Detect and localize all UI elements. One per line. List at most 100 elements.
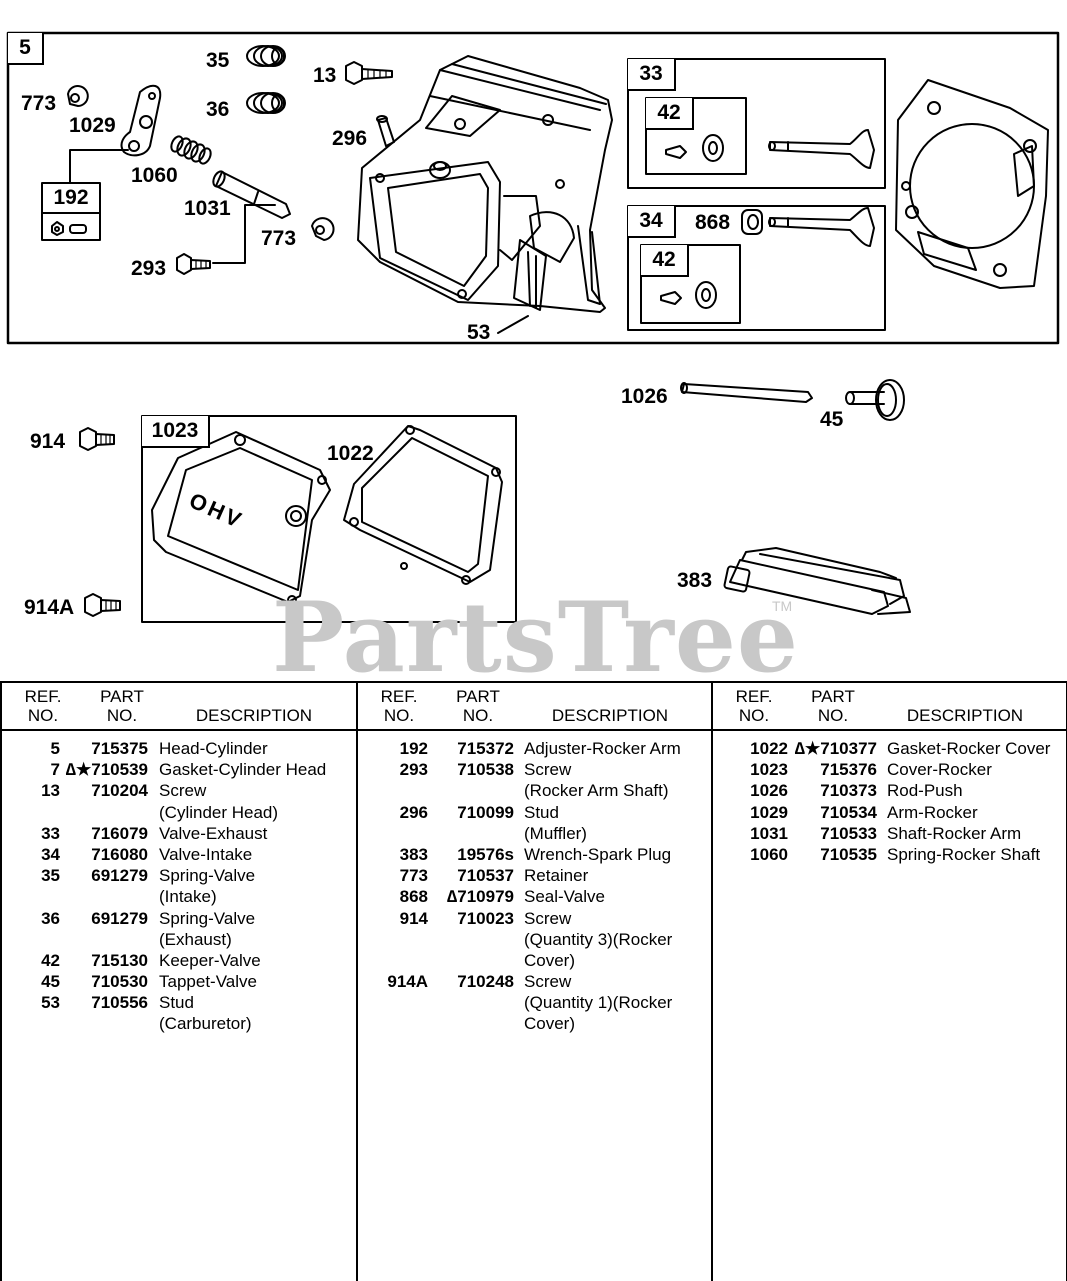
part-description: Keeper-Valve: [159, 950, 261, 970]
exhaust-valve-box-label: 33: [628, 59, 676, 91]
retainer-icon: [67, 85, 89, 107]
retainer-icon-2: [311, 217, 335, 241]
part-description: Valve-Intake: [159, 844, 253, 864]
table-row: (Exhaust): [2, 930, 356, 951]
part-number: 715130: [91, 950, 148, 970]
valve-tappet-icon: [845, 379, 905, 421]
exhaust-keeper-box-label: 42: [646, 98, 694, 130]
callout-1031: 1031: [184, 197, 231, 220]
ref-number: 1026: [750, 781, 788, 801]
part-description: Cover): [524, 950, 576, 970]
intake-valve-icon: [768, 207, 875, 247]
ref-number: 42: [41, 950, 60, 970]
rocker-cover-icon: [151, 431, 331, 605]
part-number: 710533: [820, 823, 877, 843]
valve-seal-icon: [741, 209, 763, 235]
part-description: Screw: [524, 908, 572, 928]
ref-number: 773: [399, 866, 428, 886]
part-number: 710556: [91, 993, 148, 1013]
ref-number: 1029: [750, 802, 788, 822]
muffler-stud-icon: [376, 115, 395, 147]
callout-296: 296: [332, 127, 368, 150]
ref-number: 192: [399, 739, 428, 758]
callout-13: 13: [313, 64, 337, 87]
exhaust-keeper-box: [645, 97, 747, 175]
head-gasket-icon: [895, 79, 1049, 289]
part-description: Stud: [524, 802, 559, 822]
intake-keeper-box-label: 42: [641, 245, 689, 277]
cylinder-head-frame: [6, 31, 1060, 345]
part-number: 691279: [91, 866, 148, 886]
valve-keeper-icon: [665, 134, 724, 162]
spark-plug-wrench-icon: [723, 547, 911, 615]
callout-293: 293: [131, 257, 167, 280]
part-number: 715372: [457, 739, 514, 758]
part-number: ∆★710539: [65, 760, 148, 780]
ref-number: 5: [50, 739, 60, 758]
ref-number: 34: [41, 844, 60, 864]
callout-773-top: 773: [21, 92, 57, 115]
exhaust-valve-icon: [768, 129, 875, 169]
rocker-cover-gasket-icon: [343, 425, 503, 585]
parts-diagram: [6, 31, 1060, 623]
table-row: (Intake): [2, 887, 356, 908]
part-description: (Exhaust): [159, 929, 232, 949]
part-description: Shaft-Rocker Arm: [887, 823, 1022, 843]
ref-number: 13: [41, 781, 60, 801]
ref-number: 383: [399, 844, 428, 864]
ref-number: 33: [41, 823, 60, 843]
valve-keeper-icon-2: [660, 281, 717, 309]
intake-valve-box-label: 34: [628, 206, 676, 238]
ref-number: 36: [41, 908, 60, 928]
table-row: Cover): [358, 951, 713, 972]
part-number: ∆710979: [446, 887, 514, 907]
ref-number: 296: [399, 802, 428, 822]
rocker-arm-shaft-icon: [212, 170, 291, 219]
part-description: Adjuster-Rocker Arm: [524, 739, 681, 758]
cover-screw-icon: [79, 427, 115, 451]
part-number: 710373: [820, 781, 877, 801]
rocker-arm-icon: [120, 84, 162, 157]
callout-53: 53: [467, 321, 491, 344]
ref-number: 914: [399, 908, 428, 928]
header-description: DESCRIPTION: [551, 706, 669, 725]
part-description: Retainer: [524, 866, 589, 886]
rocker-shaft-screw-icon: [176, 253, 211, 275]
callout-914: 914: [30, 430, 66, 453]
callout-36: 36: [206, 98, 230, 121]
table-row: (Rocker Arm Shaft): [358, 781, 713, 802]
header-ref: REF.NO.: [24, 687, 62, 725]
part-description: (Rocker Arm Shaft): [524, 781, 669, 801]
part-description: Rod-Push: [887, 781, 963, 801]
part-number: 716079: [91, 823, 148, 843]
ref-number: 868: [399, 887, 428, 907]
trademark-mark: TM: [772, 598, 793, 614]
push-rod-icon: [680, 382, 813, 403]
callout-868: 868: [695, 211, 731, 234]
table-row: (Muffler): [358, 824, 713, 845]
part-description: Tappet-Valve: [159, 972, 257, 992]
ref-number: 45: [41, 972, 60, 992]
part-number: 710099: [457, 802, 514, 822]
part-number: 19576s: [457, 844, 514, 864]
part-number: ∆★710377: [794, 739, 877, 758]
part-description: (Quantity 1)(Rocker: [524, 993, 673, 1013]
